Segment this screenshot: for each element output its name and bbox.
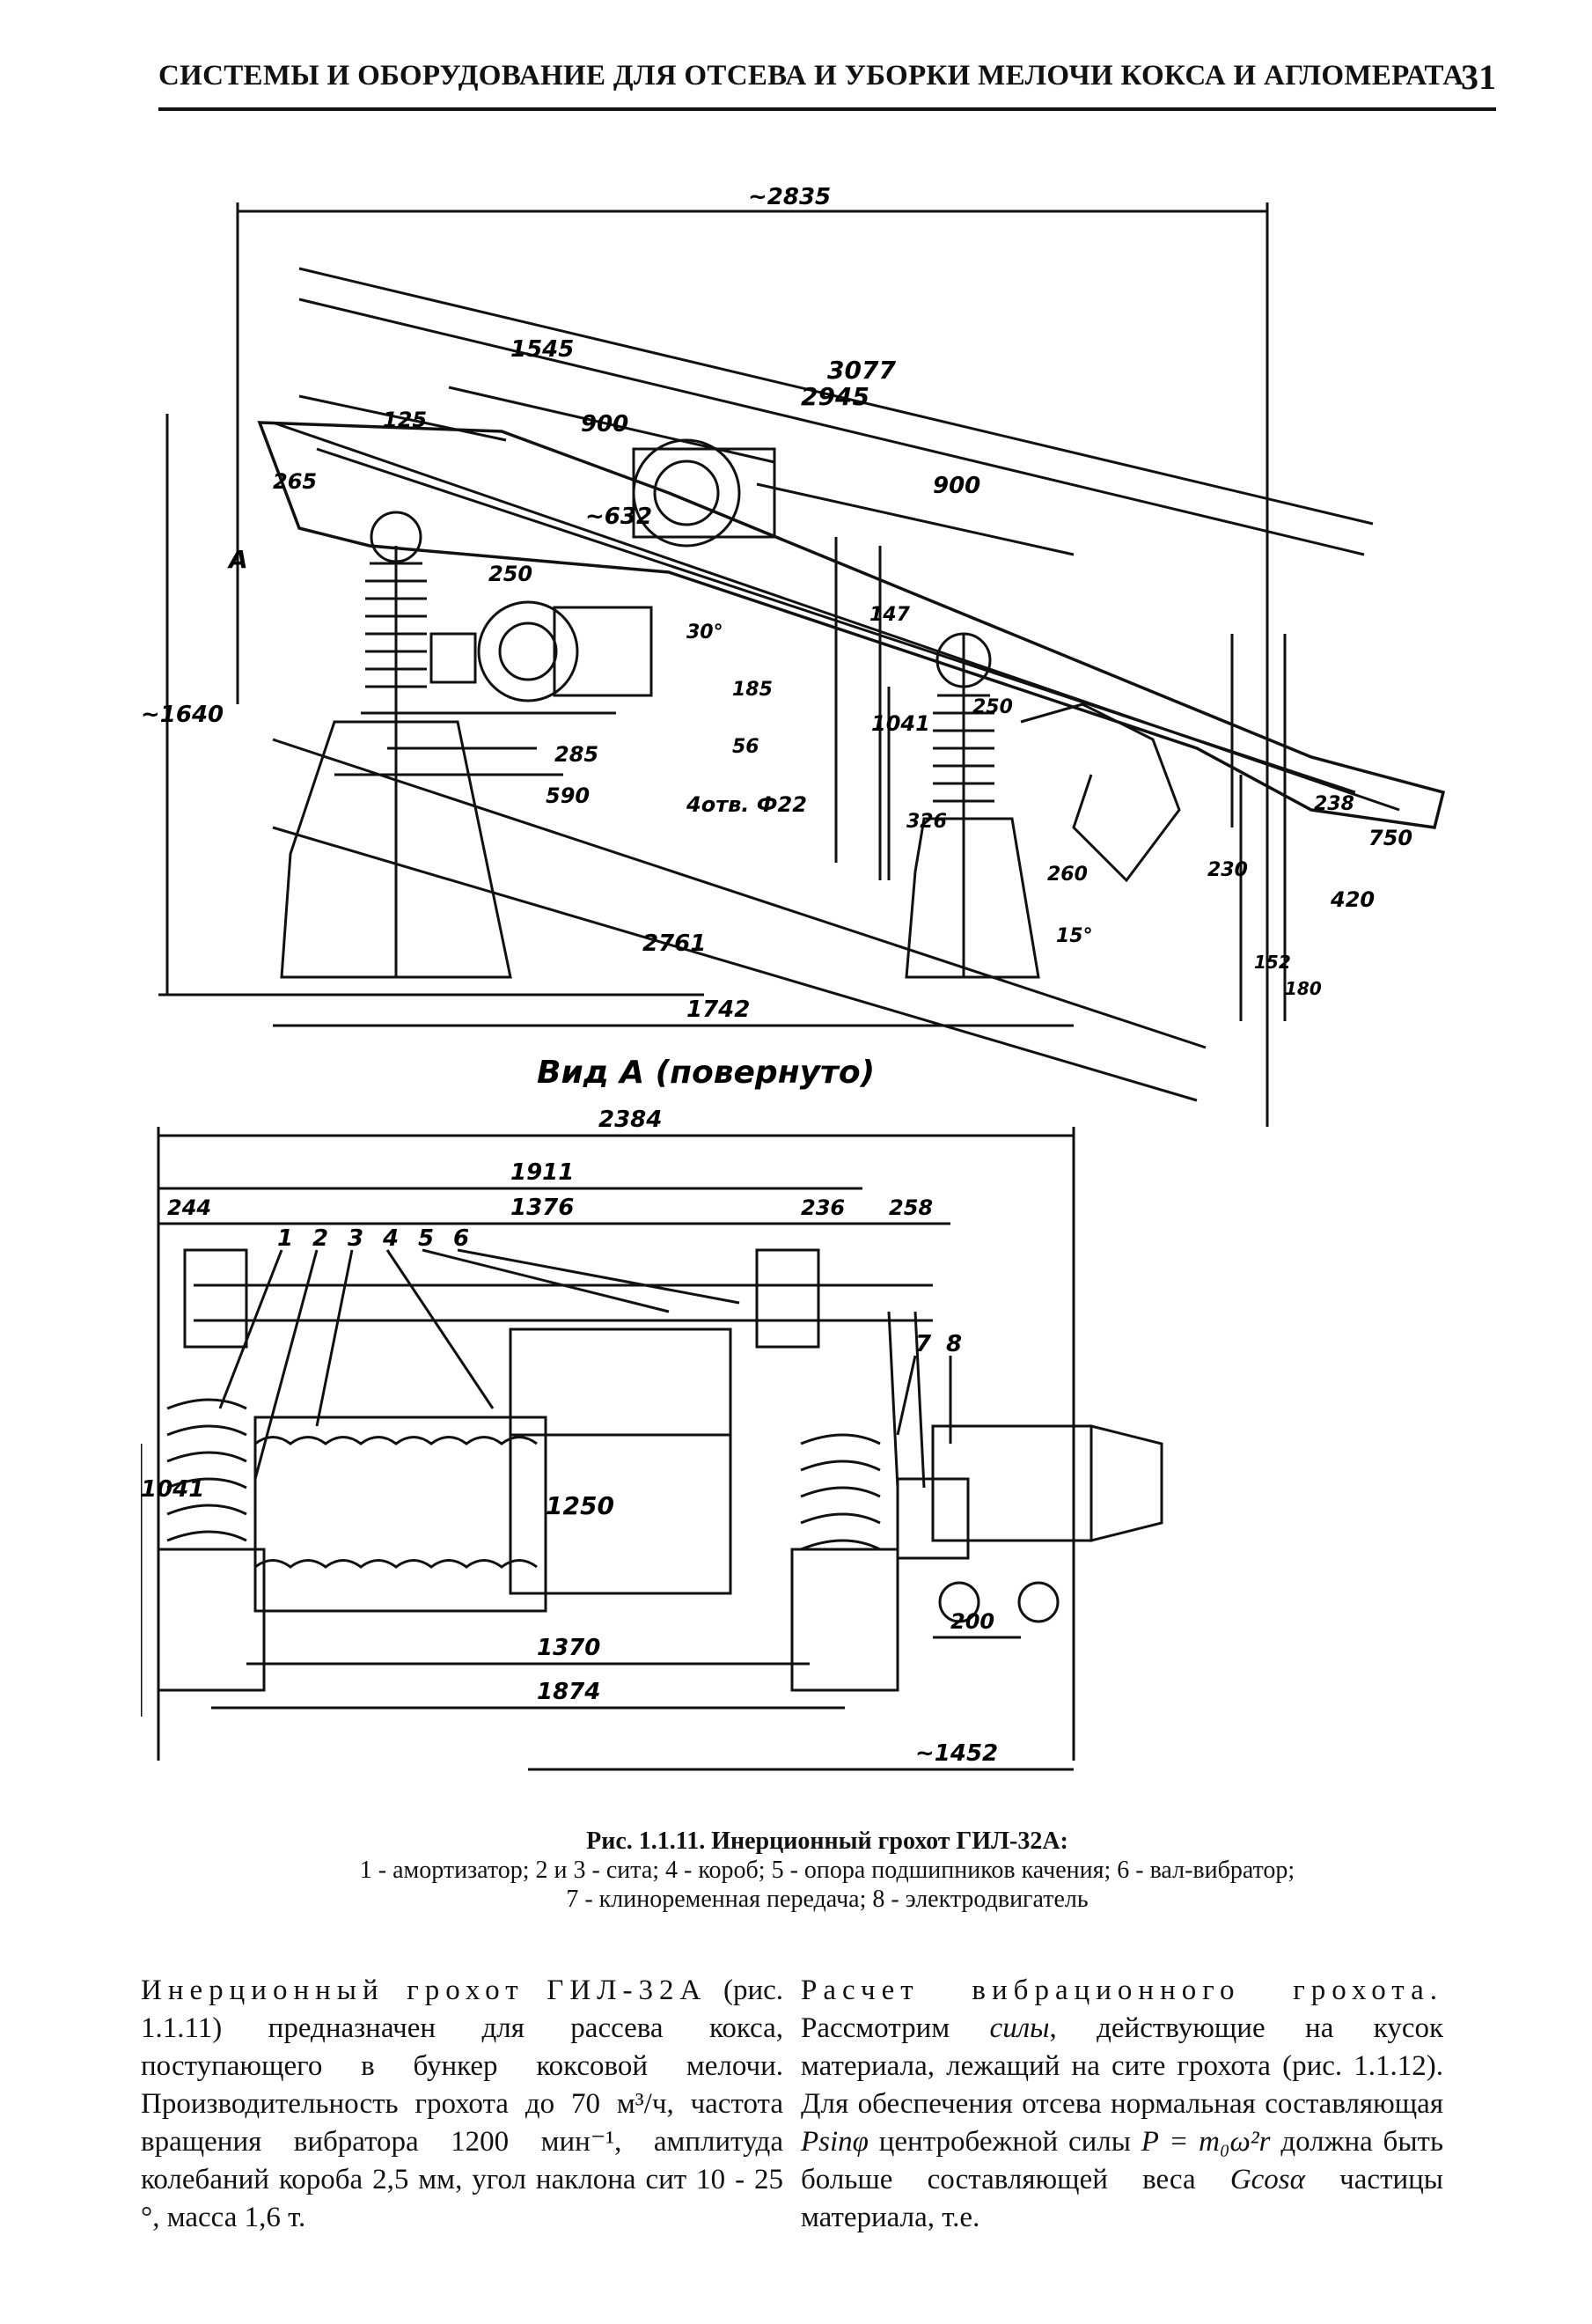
dim-1742: 1742	[686, 997, 750, 1023]
dim-265: 265	[273, 469, 317, 494]
caption-line-1: 1 - амортизатор; 2 и 3 - сита; 4 - короб…	[359, 1857, 1295, 1884]
dim-750: 750	[1368, 826, 1412, 850]
dim-3077: 3077	[827, 356, 896, 385]
dim-1041-top: 1041	[871, 711, 930, 736]
dim-15deg: 15°	[1056, 925, 1093, 947]
dim-2761: 2761	[642, 930, 706, 957]
dim-125: 125	[383, 408, 427, 432]
right-text-4: должна быть больше составляющей веса	[801, 2126, 1443, 2195]
dim-260: 260	[1047, 864, 1088, 886]
dim-1370: 1370	[537, 1635, 600, 1661]
dim-258: 258	[889, 1195, 933, 1220]
dim-1041-bottom: 1041	[141, 1476, 204, 1503]
caption-line-2: 7 - клиноременная передача; 8 - электрод…	[566, 1886, 1089, 1913]
dim-1376: 1376	[510, 1195, 574, 1221]
dim-285: 285	[554, 742, 598, 767]
callout-6: 6	[453, 1225, 469, 1252]
dim-420: 420	[1330, 887, 1375, 912]
dim-1911: 1911	[510, 1159, 574, 1186]
callout-1: 1	[277, 1225, 293, 1252]
dim-250b: 250	[972, 696, 1013, 718]
page-number: 31	[1461, 57, 1496, 97]
dim-180: 180	[1285, 978, 1322, 999]
dim-147: 147	[869, 604, 911, 626]
dim-250a: 250	[488, 562, 532, 586]
left-lead: Инерционный грохот ГИЛ-32А	[141, 1975, 708, 2006]
dim-326: 326	[906, 811, 947, 833]
dim-185: 185	[732, 679, 773, 701]
dim-244: 244	[167, 1195, 211, 1220]
left-column: Инерционный грохот ГИЛ-32А (рис. 1.1.11)…	[141, 1972, 783, 2237]
right-psin: Psinφ	[801, 2126, 869, 2158]
right-sily: силы	[989, 2012, 1050, 2044]
dim-238: 238	[1314, 793, 1354, 815]
dim-590: 590	[546, 783, 590, 808]
right-formula: P = m₀ω²r	[1141, 2126, 1271, 2158]
view-label: Вид А (повернуто)	[537, 1055, 875, 1091]
left-body: (рис. 1.1.11) предназначен для рассева к…	[141, 1975, 783, 2233]
figure-caption: Рис. 1.1.11. Инерционный грохот ГИЛ-32А:…	[158, 1827, 1496, 1914]
dim-230: 230	[1207, 859, 1248, 881]
callout-5: 5	[418, 1225, 434, 1252]
dim-152: 152	[1254, 952, 1291, 973]
dim-30deg: 30°	[686, 621, 723, 644]
right-text-5: частицы материала, т.е.	[801, 2164, 1443, 2233]
right-column: Расчет вибрационного грохота. Рассмотрим…	[801, 1972, 1443, 2237]
right-lead: Расчет вибрационного грохота.	[801, 1975, 1443, 2006]
dim-2835: ~2835	[748, 184, 831, 210]
dim-2384: 2384	[598, 1107, 662, 1133]
view-arrow-a: A	[227, 545, 248, 574]
right-text-1: Рассмотрим	[801, 2012, 990, 2044]
dim-236: 236	[801, 1195, 845, 1220]
dim-1874: 1874	[537, 1679, 600, 1705]
technical-drawing: ~2835 3077 2945 1545 900 900 ~632 125 26…	[141, 184, 1446, 1771]
caption-title: Рис. 1.1.11. Инерционный грохот ГИЛ-32А:	[586, 1828, 1068, 1855]
callout-4: 4	[382, 1225, 399, 1252]
right-text-2: , действующие на кусок материала, лежащи…	[801, 2012, 1444, 2120]
dim-holes: 4отв. Ф22	[686, 792, 807, 817]
dim-900a: 900	[581, 411, 628, 438]
dim-1250: 1250	[546, 1491, 614, 1520]
dim-2945: 2945	[801, 382, 869, 411]
right-text-3: центробежной силы	[868, 2126, 1141, 2158]
callout-7: 7	[915, 1331, 932, 1357]
dim-56: 56	[732, 736, 759, 758]
dim-1545: 1545	[510, 336, 574, 363]
dim-1452: ~1452	[915, 1740, 998, 1767]
callout-8: 8	[946, 1331, 962, 1357]
dim-632: ~632	[585, 504, 652, 530]
callout-3: 3	[348, 1225, 363, 1252]
running-header: СИСТЕМЫ И ОБОРУДОВАНИЕ ДЛЯ ОТСЕВА И УБОР…	[158, 53, 1496, 111]
header-title: СИСТЕМЫ И ОБОРУДОВАНИЕ ДЛЯ ОТСЕВА И УБОР…	[158, 60, 1464, 92]
right-gcos: Gcosα	[1229, 2164, 1305, 2195]
dim-1640: ~1640	[141, 702, 224, 728]
dim-900b: 900	[933, 473, 980, 499]
dim-200: 200	[950, 1609, 994, 1634]
callout-2: 2	[312, 1225, 328, 1252]
